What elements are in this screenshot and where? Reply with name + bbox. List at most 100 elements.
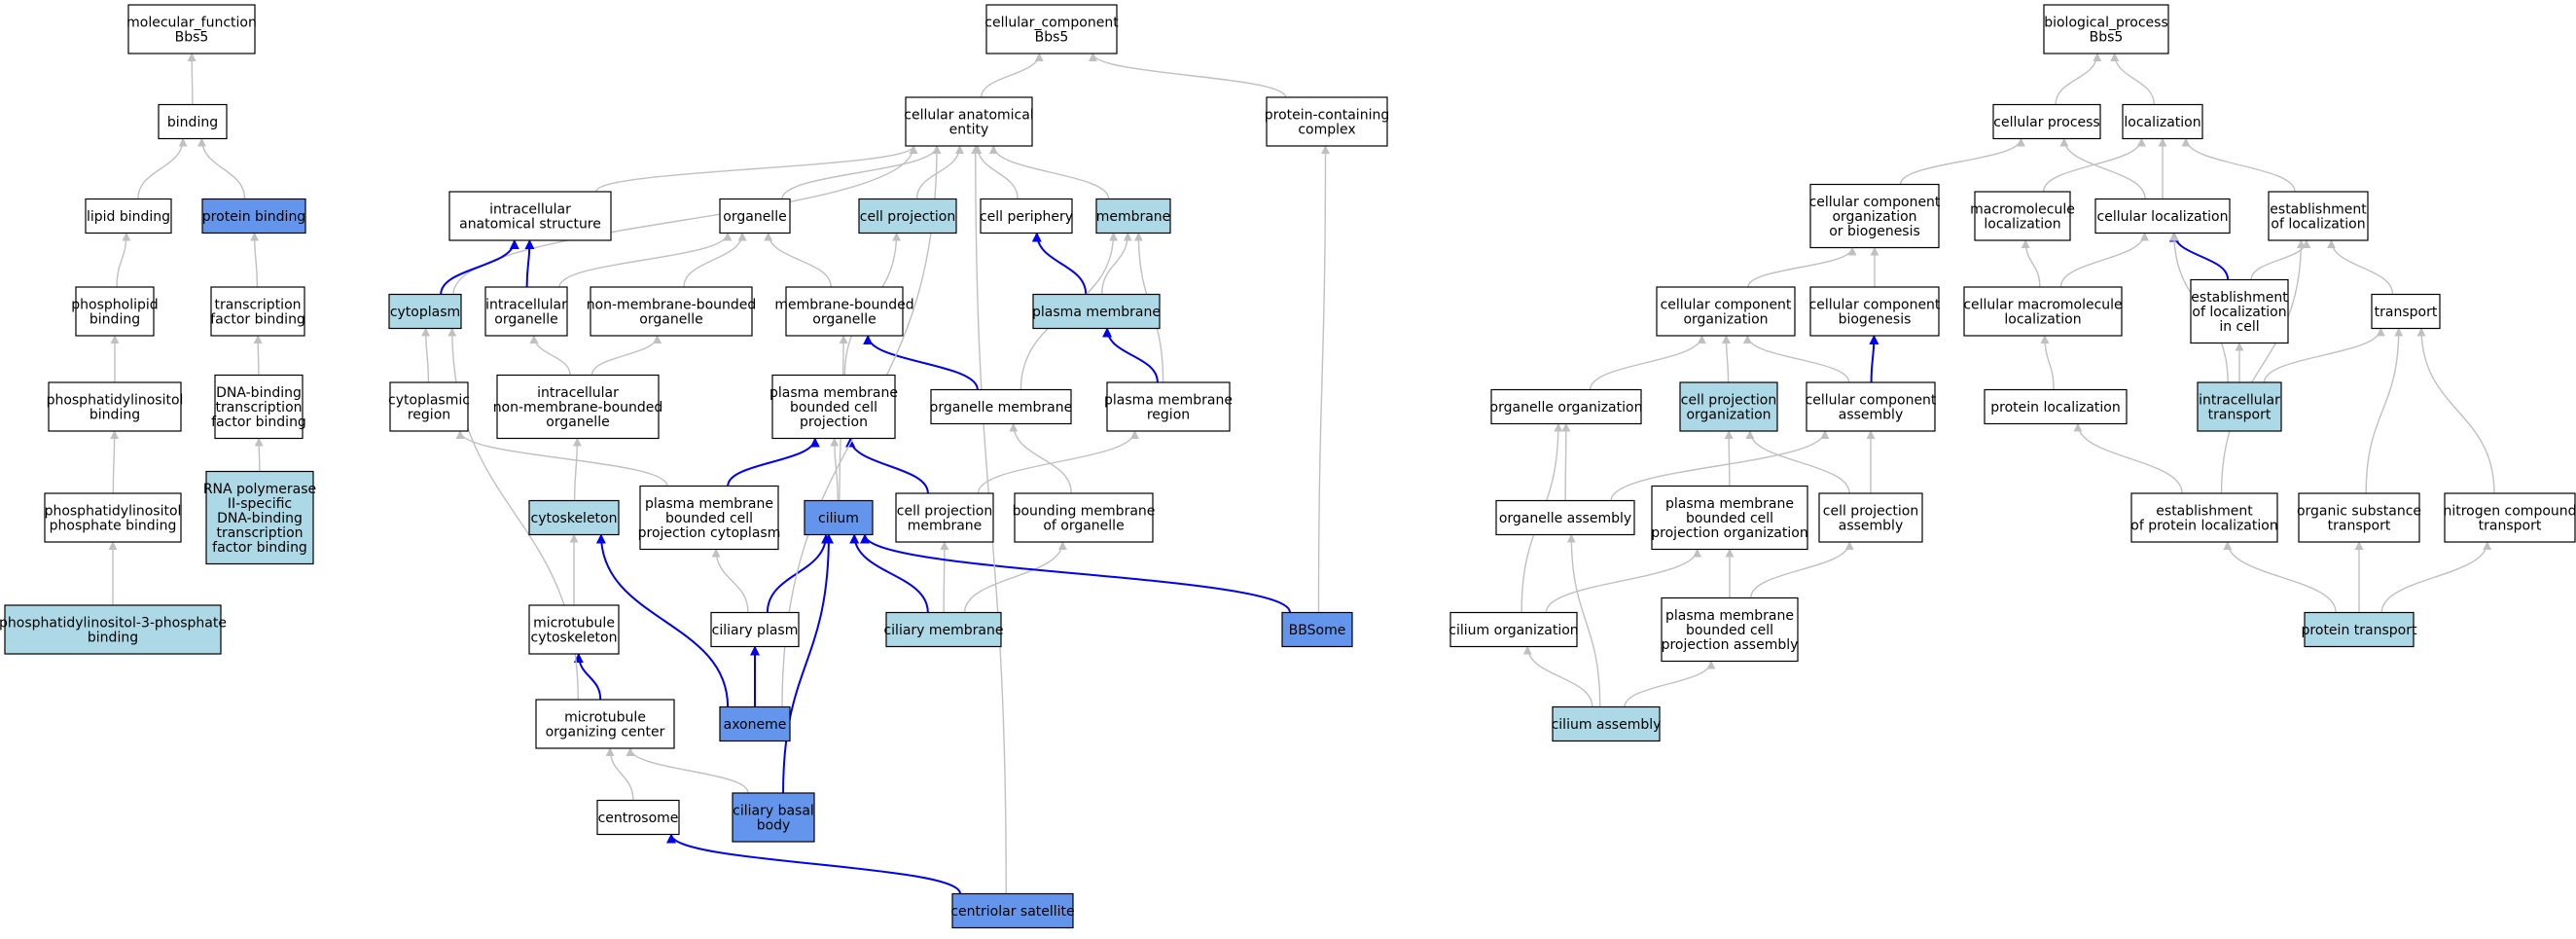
node-cilium-assembly[interactable]: cilium assembly [1552, 705, 1662, 742]
node-box [1495, 499, 1635, 536]
node-axoneme[interactable]: axoneme [719, 705, 791, 742]
node-box [2304, 611, 2415, 648]
edge-cell_macro_localization-to-cellular_localization [2059, 232, 2150, 288]
node-localization[interactable]: localization [2122, 103, 2203, 140]
node-label-line: transport [2375, 305, 2438, 320]
node-membrane[interactable]: membrane [1095, 198, 1171, 235]
node-label-line: cellular process [1993, 115, 2099, 130]
edge-pmbcp_cytoplasm-to-pmbcp [727, 437, 820, 487]
node-cellular-process[interactable]: cellular process [1992, 103, 2101, 140]
node-label-line: or biogenesis [1829, 224, 1920, 239]
node-ciliary-plasm[interactable]: ciliary plasm [710, 611, 800, 648]
node-cilium[interactable]: cilium [804, 499, 874, 536]
node-label-line: of localization [2271, 217, 2365, 233]
node-protein-binding[interactable]: protein binding [201, 198, 306, 235]
node-box [710, 611, 800, 648]
node-organelle-membrane[interactable]: organelle membrane [930, 388, 1072, 425]
node-box [1106, 381, 1231, 432]
node-centriolar-satellite[interactable]: centriolar satellite [950, 892, 1075, 929]
node-cell-periphery[interactable]: cell periphery [980, 198, 1073, 235]
node-label-line: organelle [546, 415, 609, 430]
node-lipid-binding[interactable]: lipid binding [85, 198, 172, 235]
node-intra-nmb-organelle[interactable]: intracellularnon-membrane-boundedorganel… [493, 374, 663, 440]
node-label-line: transcription [216, 525, 303, 541]
node-label-line: organelle [812, 312, 876, 328]
node-cytoskeleton[interactable]: cytoskeleton [528, 499, 620, 536]
node-cytoplasm[interactable]: cytoplasm [388, 293, 462, 330]
node-label-line: organization [1832, 209, 1916, 225]
node-transport[interactable]: transport [2371, 293, 2441, 330]
edge-axoneme-to-cytoskeleton [595, 533, 730, 707]
node-label-line: transcription [214, 298, 301, 313]
node-cell-projection[interactable]: cell projection [858, 198, 957, 235]
node-ciliary-membrane[interactable]: ciliary membrane [883, 611, 1004, 648]
node-organelle[interactable]: organelle [719, 198, 791, 235]
node-box [484, 286, 568, 337]
node-organelle-organization[interactable]: organelle organization [1490, 388, 1643, 425]
node-protein-transport[interactable]: protein transport [2302, 611, 2417, 648]
node-label-line: bounded cell [665, 511, 753, 526]
node-plasma-membrane[interactable]: plasma membrane [1032, 293, 1161, 330]
node-label-line: assembly [1839, 519, 1903, 534]
node-cilium-organization[interactable]: cilium organization [1449, 611, 1579, 648]
node-organelle-assembly[interactable]: organelle assembly [1495, 499, 1635, 536]
node-rnap-tf-binding[interactable]: RNA polymeraseII-specificDNA-bindingtran… [203, 470, 316, 565]
node-box [1661, 596, 1799, 663]
node-label-line: establishment [2270, 202, 2367, 218]
node-label-line: cilium assembly [1552, 717, 1662, 733]
node-cellular-localization[interactable]: cellular localization [2094, 198, 2231, 235]
node-label-line: intracellular [2199, 393, 2280, 409]
node-box [44, 492, 182, 543]
edge-dna_tf_binding-to-tf_binding [253, 335, 263, 376]
edges-layer [108, 53, 2495, 894]
node-protein-localization[interactable]: protein localization [1984, 388, 2128, 425]
node-label-line: organelle membrane [930, 400, 1072, 415]
node-binding[interactable]: binding [158, 103, 228, 140]
node-label-line: phospholipid [71, 298, 158, 313]
node-label-line: phosphatidylinositol-3-phosphate [0, 616, 227, 632]
node-label-line: cellular localization [2097, 209, 2229, 225]
node-bbsome[interactable]: BBSome [1281, 611, 1353, 648]
node-centrosome[interactable]: centrosome [596, 799, 680, 836]
